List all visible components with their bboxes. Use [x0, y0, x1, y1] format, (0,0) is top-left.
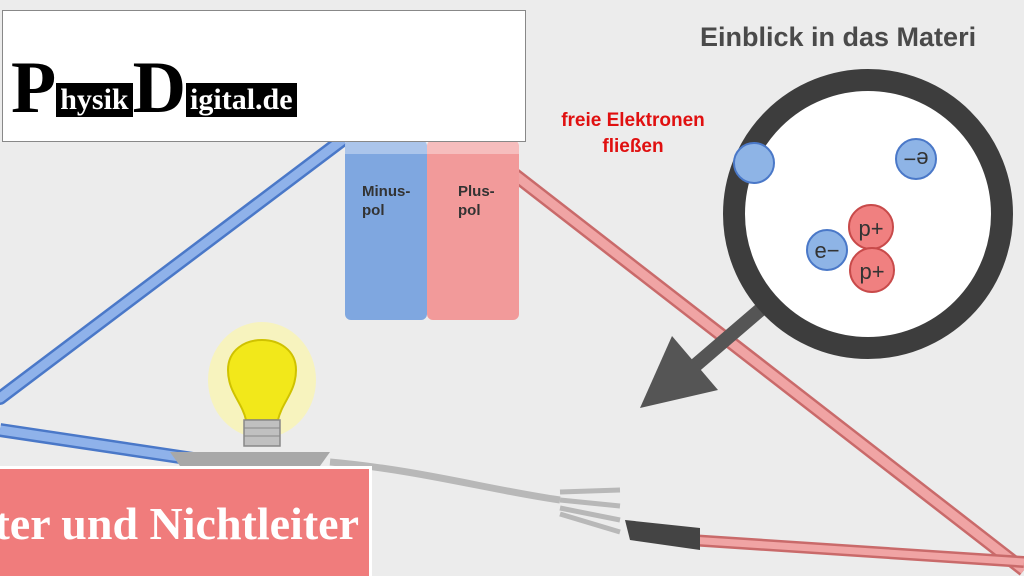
proton-label: p+	[859, 259, 884, 284]
fork-icon	[329, 458, 621, 535]
electron-note-line2: fließen	[602, 136, 664, 157]
proton-label: p+	[858, 216, 883, 241]
particle-electron: e−	[806, 229, 848, 271]
particle-proton: p+	[848, 204, 894, 250]
logo-letter-p: P	[11, 47, 57, 129]
logo-letter-d: D	[132, 47, 187, 129]
view-title: Einblick in das Materi	[700, 22, 977, 52]
electron-note-line1: freie Elektronen	[561, 110, 705, 131]
plus-pole-label-line1: Plus-	[458, 183, 495, 200]
battery	[345, 140, 519, 320]
topic-banner: iter und Nichtleiter	[0, 466, 372, 576]
magnifier-arrow	[640, 304, 765, 408]
minus-pole-label-line2: pol	[362, 202, 385, 219]
minus-pole-label-line1: Minus-	[362, 183, 411, 200]
electron-label: e−	[814, 238, 839, 263]
logo-word-igital: igital.de	[186, 83, 297, 117]
wire-plus	[465, 134, 1024, 576]
plus-pole-label-line2: pol	[458, 202, 481, 219]
light-bulb-icon	[170, 322, 330, 466]
particle-electron	[733, 142, 775, 184]
topic-banner-text: iter und Nichtleiter	[0, 498, 359, 549]
alligator-clip-icon	[625, 520, 700, 550]
minus-pole-label: Minus- pol	[362, 182, 410, 220]
battery-minus-pole	[345, 140, 427, 320]
particle-electron: e−	[895, 138, 937, 180]
electron-flow-note: freie Elektronen fließen	[535, 108, 731, 160]
particle-proton: p+	[849, 247, 895, 293]
battery-plus-pole	[427, 140, 519, 320]
plus-pole-label: Plus- pol	[458, 182, 495, 220]
wire-minus	[0, 131, 352, 467]
logo-word-hysik: hysik	[56, 83, 133, 117]
electron-label: e−	[903, 147, 928, 172]
